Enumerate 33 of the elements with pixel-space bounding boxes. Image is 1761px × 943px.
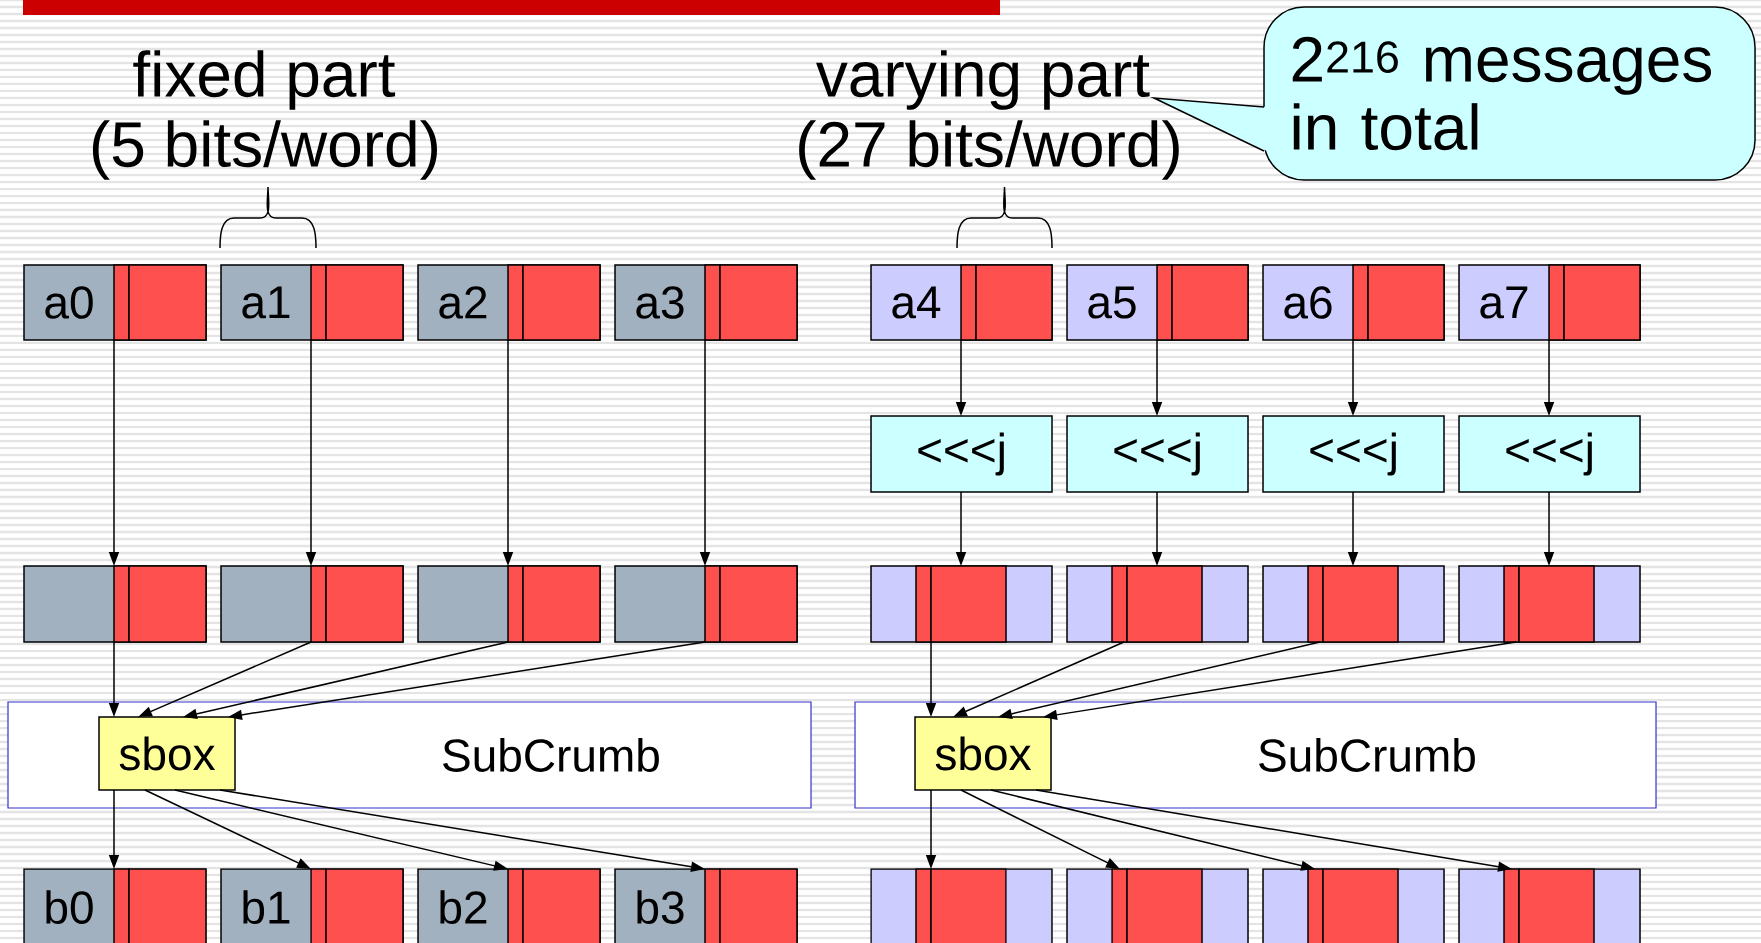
rotate-box: <<<j [1458,415,1641,493]
word-box [1262,565,1445,643]
part-label: varying part [816,50,1150,110]
sbox-box: sbox [914,716,1052,791]
word-box: a6 [1262,264,1445,341]
word-box [870,565,1053,643]
word-box: a4 [870,264,1053,341]
word-box: a3 [614,264,798,341]
word-box: a1 [220,264,404,341]
word-box: a5 [1066,264,1249,341]
word-box: b3 [614,868,798,943]
word-box [417,565,601,643]
word-box: b2 [417,868,601,943]
word-box [220,565,404,643]
word-box [614,565,798,643]
word-box: a2 [417,264,601,341]
sbox-box: sbox [98,716,236,791]
word-box [1458,565,1641,643]
word-box: b1 [220,868,404,943]
word-box [1458,868,1641,943]
word-box [23,565,207,643]
word-box: a7 [1458,264,1641,341]
rotate-box: <<<j [1066,415,1249,493]
word-box [870,868,1053,943]
word-box [1066,868,1249,943]
part-label: (5 bits/word) [92,120,437,180]
rotate-box: <<<j [1262,415,1445,493]
word-box: a0 [23,264,207,341]
word-box [1262,868,1445,943]
word-box [1066,565,1249,643]
part-label: fixed part [133,50,396,110]
rotate-box: <<<j [870,415,1053,493]
word-box: b0 [23,868,207,943]
